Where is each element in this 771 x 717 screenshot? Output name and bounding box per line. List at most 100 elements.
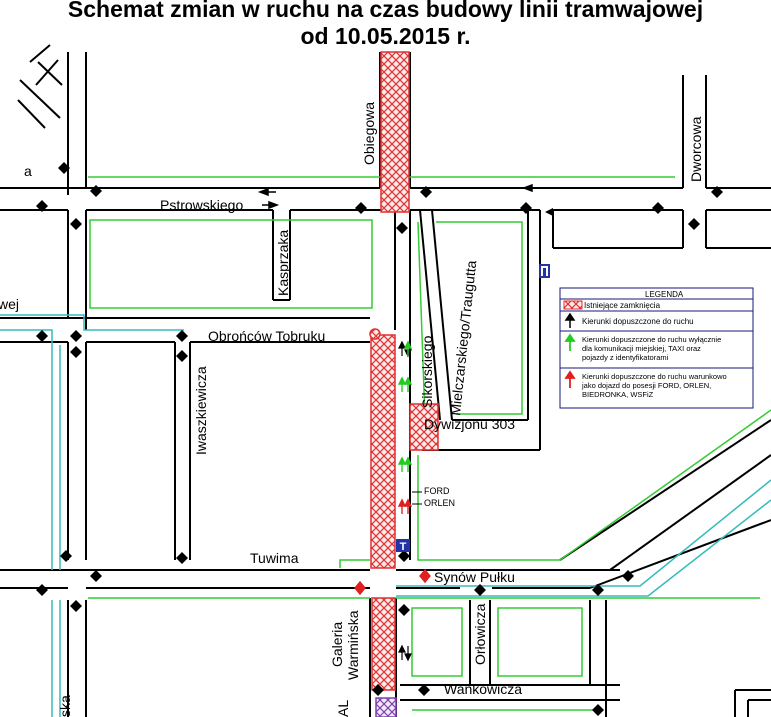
street-cut-wej: wej xyxy=(0,296,19,312)
legend-cond-2: jako dojazd do posesji FORD, ORLEN, xyxy=(581,381,711,390)
map-title: Schemat zmian w ruchu na czas budowy lin… xyxy=(0,0,771,50)
legend: LEGENDA Istniejące zamknięcia Kierunki d… xyxy=(559,287,754,409)
street-warminska: Warmińska xyxy=(345,610,361,680)
legend-public-3: pojazdy z identyfikatorami xyxy=(582,353,669,362)
street-obiegowa: Obiegowa xyxy=(361,102,377,165)
direction-arrow-icon xyxy=(652,202,664,214)
up-arrow-icon xyxy=(398,340,406,356)
green-arrow-icon xyxy=(397,456,407,472)
closure-sikorskiego xyxy=(370,334,396,569)
closure-warminska xyxy=(371,597,396,691)
up-arrow-icon xyxy=(564,312,576,328)
street-mielczarskiego: Mielczarskiego/Traugutta xyxy=(447,259,479,416)
green-arrow-icon xyxy=(403,376,413,392)
legend-public-2: dla komunikacji miejskiej, TAXI oraz xyxy=(582,344,701,353)
direction-arrow-icon xyxy=(355,202,367,214)
direction-arrow-icon xyxy=(521,183,540,193)
direction-arrow-icon xyxy=(176,552,188,564)
street-galeria: Galeria xyxy=(329,622,345,667)
green-arrow-icon xyxy=(397,376,407,392)
green-arrow-icon xyxy=(403,340,413,356)
direction-arrow-icon xyxy=(36,584,48,596)
direction-arrow-icon xyxy=(545,208,553,216)
direction-arrow-icon xyxy=(70,346,82,358)
direction-arrow-icon xyxy=(70,218,82,230)
legend-public-1: Kierunki dopuszczone do ruchu wyłącznie xyxy=(582,335,721,344)
legend-allowed: Kierunki dopuszczone do ruchu xyxy=(582,317,694,326)
direction-arrow-icon xyxy=(90,570,102,582)
legend-closures: Istniejące zamknięcia xyxy=(584,301,661,310)
direction-arrow-icon xyxy=(90,185,102,197)
direction-arrow-icon xyxy=(396,222,408,234)
tram-stop-label: T xyxy=(400,541,407,553)
street-orlowicza: Orłowicza xyxy=(472,603,488,665)
red-arrow-icon xyxy=(403,498,413,514)
direction-arrow-icon xyxy=(398,550,410,562)
street-iwaszkiewicza: Iwaszkiewicza xyxy=(193,366,209,455)
up-arrow-icon xyxy=(398,644,406,660)
red-arrow-icon xyxy=(354,580,366,596)
direction-arrow-icon xyxy=(36,200,48,212)
green-arrows xyxy=(397,340,413,472)
tram-stop-icon xyxy=(396,539,410,552)
direction-arrow-icon xyxy=(176,350,188,362)
direction-arrow-icon xyxy=(176,330,188,342)
direction-arrow-icon xyxy=(420,186,432,198)
closure-marker xyxy=(369,328,381,340)
street-cut-al: AL xyxy=(335,700,351,717)
green-arrow-icon xyxy=(403,456,413,472)
closure-obiegowa xyxy=(380,51,410,213)
direction-arrow-icon xyxy=(592,704,604,716)
map-title-line2: od 10.05.2015 r. xyxy=(300,23,471,49)
road-network xyxy=(0,44,771,717)
direction-arrow-icon xyxy=(36,330,48,342)
street-dywizjonu: Dywizjonu 303 xyxy=(424,416,515,432)
place-orlen: ORLEN xyxy=(424,498,455,508)
tram-stops: T xyxy=(396,264,550,553)
up-arrow-icon xyxy=(404,646,412,662)
place-ford: FORD xyxy=(424,486,450,496)
street-dworcowa: Dworcowa xyxy=(688,116,704,182)
street-synow-pulku: Synów Pułku xyxy=(434,569,515,585)
map-title-line1: Schemat zmian w ruchu na czas budowy lin… xyxy=(67,0,704,22)
direction-arrow-icon xyxy=(70,600,82,612)
direction-arrow-icon xyxy=(474,584,486,596)
direction-arrow-icon xyxy=(70,330,82,342)
closure-bottom xyxy=(375,697,397,717)
red-arrows xyxy=(354,498,431,596)
street-cut-ska: ska xyxy=(57,695,73,717)
direction-arrow-icon xyxy=(520,202,532,214)
direction-arrow-icon xyxy=(688,218,700,230)
street-pstrowskiego: Pstrowskiego xyxy=(160,197,243,213)
direction-arrow-icon xyxy=(592,584,604,596)
direction-arrow-icon xyxy=(622,570,634,582)
direction-arrow-icon xyxy=(398,604,410,616)
green-arrow-icon xyxy=(564,333,576,351)
street-labels: Obiegowa Dworcowa Pstrowskiego Kasprzaka… xyxy=(0,102,704,717)
closure-hatch-icon xyxy=(563,300,583,310)
street-sikorskiego: Sikorskiego xyxy=(419,335,435,408)
tram-track xyxy=(0,314,771,717)
direction-arrow-icon xyxy=(372,684,384,696)
red-arrow-icon xyxy=(564,370,576,388)
street-wankowicza: Wańkowicza xyxy=(444,681,522,697)
street-kasprzaka: Kasprzaka xyxy=(275,230,291,296)
red-arrow-icon xyxy=(397,498,407,514)
direction-arrow-icon xyxy=(262,200,280,210)
closure-dywizjonu xyxy=(409,403,439,451)
direction-arrow-icon xyxy=(418,684,430,696)
street-obroncow-tobruku: Obrońców Tobruku xyxy=(208,328,325,344)
red-arrow-icon xyxy=(419,568,431,584)
legend-title: LEGENDA xyxy=(645,290,684,299)
street-tuwima: Tuwima xyxy=(250,550,299,566)
direction-arrow-icon xyxy=(58,162,70,174)
direction-arrow-icon xyxy=(711,186,723,198)
direction-arrows xyxy=(36,162,723,716)
direction-arrow-icon xyxy=(60,550,72,562)
closures xyxy=(369,51,439,717)
street-cut-a: a xyxy=(24,163,32,179)
legend-cond-3: BIEDRONKA, WSFiZ xyxy=(582,390,654,399)
direction-arrow-icon xyxy=(257,187,276,197)
legend-cond-1: Kierunki dopuszczone do ruchu warunkowo xyxy=(582,372,727,381)
